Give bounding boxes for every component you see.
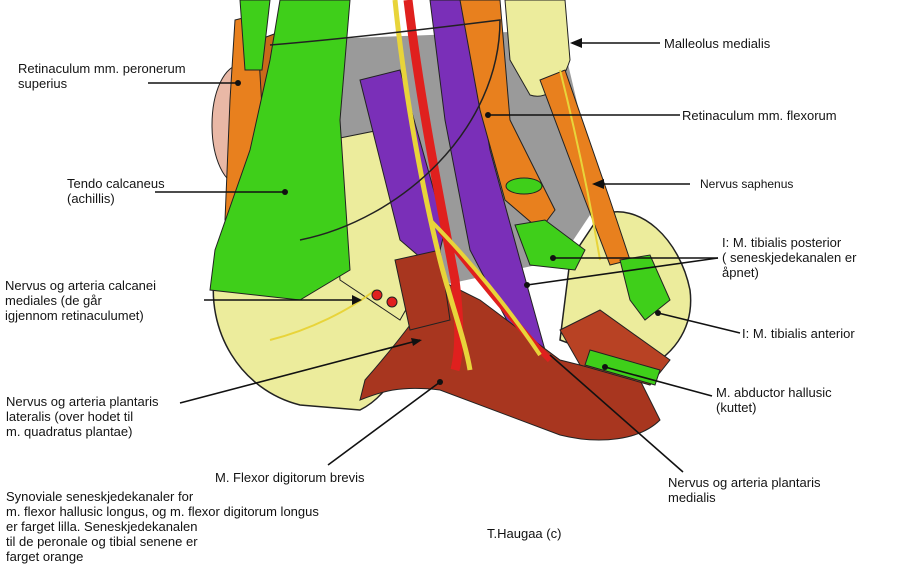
muscle-upper — [394, 249, 451, 331]
calcanei-vessel-2 — [386, 296, 398, 308]
label-nervus-calcanei: Nervus og arteria calcanei mediales (de … — [5, 278, 157, 323]
leader-tibialis-anterior — [657, 312, 741, 334]
nerve-calcanei — [269, 289, 376, 341]
tibial-sheath-opening — [505, 177, 543, 195]
color-legend-note: Synoviale seneskjedekanaler for m. flexo… — [6, 489, 319, 564]
leader-dots — [235, 80, 661, 385]
label-tibialis-anterior: I: M. tibialis anterior — [742, 326, 855, 341]
leader-plantaris-lateralis — [179, 339, 421, 404]
label-flexor-digitorum-brevis: M. Flexor digitorum brevis — [215, 470, 365, 485]
tibialis-anterior-tendon — [619, 254, 671, 321]
label-plantaris-lateralis: Nervus og arteria plantaris lateralis (o… — [6, 394, 159, 439]
label-nervus-saphenus: Nervus saphenus — [700, 177, 794, 191]
nerve-branch — [428, 218, 542, 357]
tendon-strip — [239, 0, 271, 71]
leader-arrowheads — [352, 38, 604, 346]
retinaculum-outline — [269, 19, 501, 241]
nerve-saphenus — [559, 69, 601, 261]
label-tendo-calcaneus: Tendo calcaneus (achillis) — [67, 176, 165, 206]
label-retinaculum-flexorum: Retinaculum mm. flexorum — [682, 108, 837, 123]
nerve-main — [392, 0, 473, 371]
leader-plantaris-medialis — [549, 354, 684, 473]
author-credit: T.Haugaa (c) — [487, 526, 562, 541]
label-tibialis-posterior: I: M. tibialis posterior ( seneskjedekan… — [722, 235, 857, 280]
tendo-calcaneus — [209, 0, 351, 301]
label-plantaris-medialis: Nervus og arteria plantaris medialis — [668, 475, 821, 505]
leader-abductor — [604, 366, 713, 397]
label-abductor-hallucis: M. abductor hallusic (kuttet) — [716, 385, 832, 415]
leader-flexor-brevis — [327, 381, 441, 466]
leader-lines — [148, 42, 741, 473]
leader-tibialis-posterior-2 — [526, 257, 719, 286]
label-malleolus-medialis: Malleolus medialis — [664, 36, 771, 51]
label-retinaculum-peroneum: Retinaculum mm. peronerum superius — [18, 61, 186, 91]
calcanei-vessel-1 — [371, 289, 383, 301]
